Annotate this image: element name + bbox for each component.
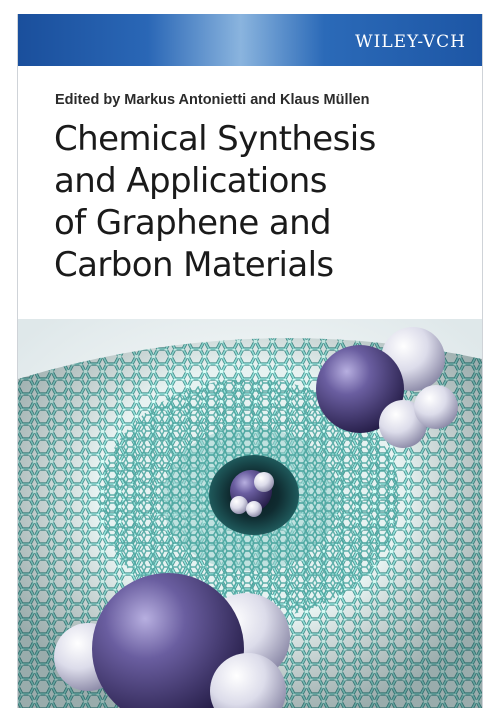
publisher-banner: WILEY-VCH <box>18 14 482 66</box>
cover-illustration <box>18 319 482 708</box>
molecule-center-icon <box>230 470 274 517</box>
title-line-4: Carbon Materials <box>54 245 334 285</box>
book-cover: WILEY-VCH Edited by Markus Antonietti an… <box>17 14 483 708</box>
title-line-3: of Graphene and <box>54 203 332 243</box>
book-title: Chemical Synthesis and Applications of G… <box>54 118 464 286</box>
publisher-logo: WILEY-VCH <box>355 32 466 52</box>
editors-line: Edited by Markus Antonietti and Klaus Mü… <box>55 92 370 108</box>
molecule-bottom-left-icon <box>54 573 290 708</box>
title-line-1: Chemical Synthesis <box>54 119 376 159</box>
molecule-top-right-icon <box>316 327 458 448</box>
title-line-2: and Applications <box>54 161 327 201</box>
